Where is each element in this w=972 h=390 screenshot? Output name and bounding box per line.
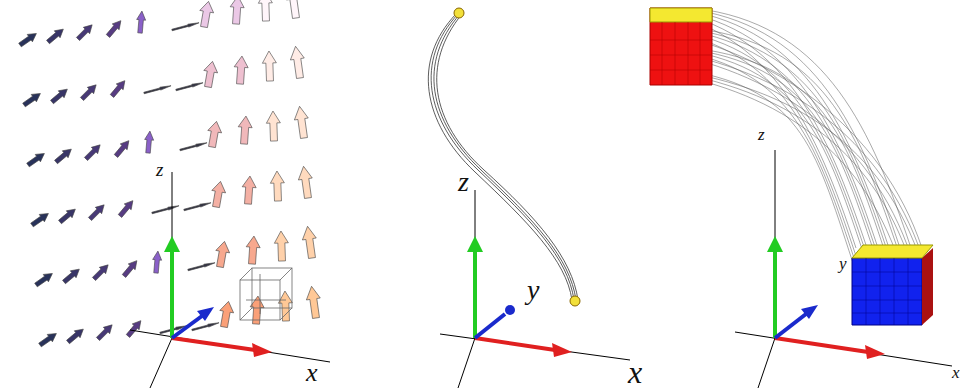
field-arrow (241, 176, 257, 205)
field-arrow (229, 0, 245, 24)
field-arrow (270, 171, 285, 201)
field-arrow (17, 30, 39, 49)
mapping-line (685, 70, 856, 272)
start-ball (454, 8, 464, 18)
field-arrow (176, 81, 204, 91)
field-arrow (289, 45, 307, 79)
axis-label: z (156, 160, 163, 179)
axis-label: x (952, 364, 960, 381)
axes-middle (440, 190, 630, 388)
axis-label: x (628, 356, 642, 388)
field-arrow (117, 198, 137, 219)
field-arrow (61, 266, 82, 286)
field-arrow (245, 236, 261, 265)
axis-label: x (306, 360, 318, 386)
field-arrow (109, 78, 129, 99)
field-arrow (144, 131, 155, 154)
mapping-line (707, 10, 911, 248)
field-arrow (144, 84, 172, 94)
field-arrow (65, 326, 86, 346)
field-arrow (305, 285, 323, 319)
field-arrow (258, 0, 273, 21)
target-cube (852, 245, 933, 325)
field-arrow (53, 146, 74, 166)
field-arrow (237, 116, 253, 145)
field-arrow (79, 82, 100, 103)
field-arrow (197, 0, 215, 28)
field-arrow (113, 138, 133, 159)
field-arrow (57, 206, 78, 226)
field-arrow (266, 111, 281, 141)
axis-label: y (839, 255, 847, 272)
mapping-line (674, 70, 922, 264)
field-arrow (45, 26, 66, 46)
mapping-line (663, 70, 911, 264)
field-arrow (105, 18, 125, 39)
mapping-line (652, 70, 900, 264)
field-arrow (125, 318, 145, 339)
field-arrow (209, 180, 227, 208)
mapping-line (707, 50, 889, 264)
field-arrow (25, 150, 47, 169)
field-arrow (49, 86, 70, 106)
field-arrow (188, 261, 216, 271)
field-arrow (75, 22, 96, 43)
field-arrow (233, 56, 249, 85)
field-arrow (91, 262, 112, 283)
field-arrow (262, 51, 277, 81)
field-arrow (121, 258, 141, 279)
field-arrow (180, 141, 208, 151)
field-arrow (33, 270, 55, 289)
field-arrow (87, 202, 108, 223)
field-arrow (29, 210, 51, 229)
field-arrow (21, 90, 43, 109)
field-arrow (274, 231, 289, 261)
field-arrow (184, 201, 212, 211)
field-arrow (136, 11, 147, 34)
mapping-line (685, 10, 889, 248)
trajectory (428, 14, 578, 300)
field-arrow (37, 330, 59, 349)
source-cube (650, 8, 712, 85)
field-arrow (152, 251, 163, 274)
axes-left (130, 172, 330, 388)
field-arrow (301, 225, 319, 259)
field-arrow (172, 21, 200, 31)
field-arrow (213, 240, 231, 268)
field-arrow (152, 204, 180, 214)
mapping-line (696, 10, 900, 248)
axis-label: y (527, 276, 539, 304)
field-arrow (201, 60, 219, 88)
axis-label: z (458, 168, 469, 196)
axes-right (735, 150, 952, 388)
axis-label: z (758, 126, 765, 143)
field-arrow (205, 120, 223, 148)
field-arrow (285, 0, 303, 19)
mapping-line (696, 50, 878, 264)
field-arrow (293, 105, 311, 139)
field-arrow (83, 142, 104, 163)
field-arrow (217, 300, 235, 328)
vector-field (17, 0, 323, 349)
end-ball (570, 296, 580, 306)
field-arrow (297, 165, 315, 199)
field-arrow (95, 322, 116, 343)
